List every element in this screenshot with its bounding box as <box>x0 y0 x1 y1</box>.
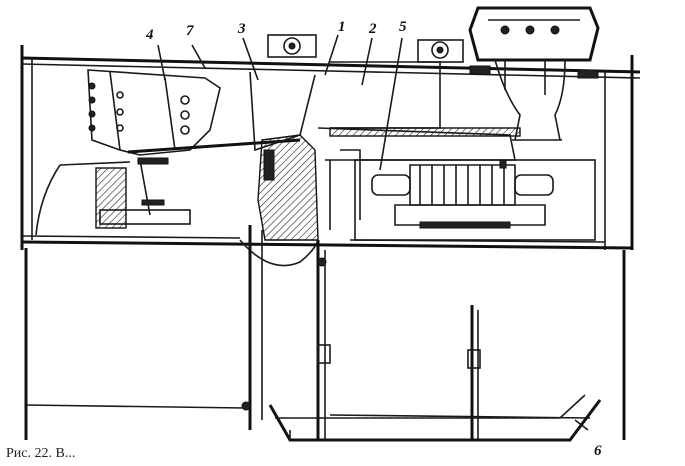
part-label-2: 2 <box>369 21 377 37</box>
stator-rotor <box>329 149 596 241</box>
part-label-5: 5 <box>399 19 407 35</box>
top-pedestals <box>267 34 464 63</box>
base-lines <box>21 235 633 250</box>
support-legs <box>241 225 481 440</box>
part-label-1: 1 <box>338 19 346 35</box>
part-label-6: 6 <box>594 443 602 459</box>
part-label-3: 3 <box>238 21 246 37</box>
leader-lines <box>157 34 589 431</box>
hub-assembly <box>239 71 319 267</box>
terminal-box <box>468 6 600 141</box>
lower-bracket <box>268 394 602 442</box>
figure-caption: Рис. 22. В... <box>6 446 76 461</box>
casing <box>317 61 521 161</box>
housing-top <box>20 45 641 250</box>
part-label-7: 7 <box>186 23 194 39</box>
part-label-4: 4 <box>146 27 154 43</box>
